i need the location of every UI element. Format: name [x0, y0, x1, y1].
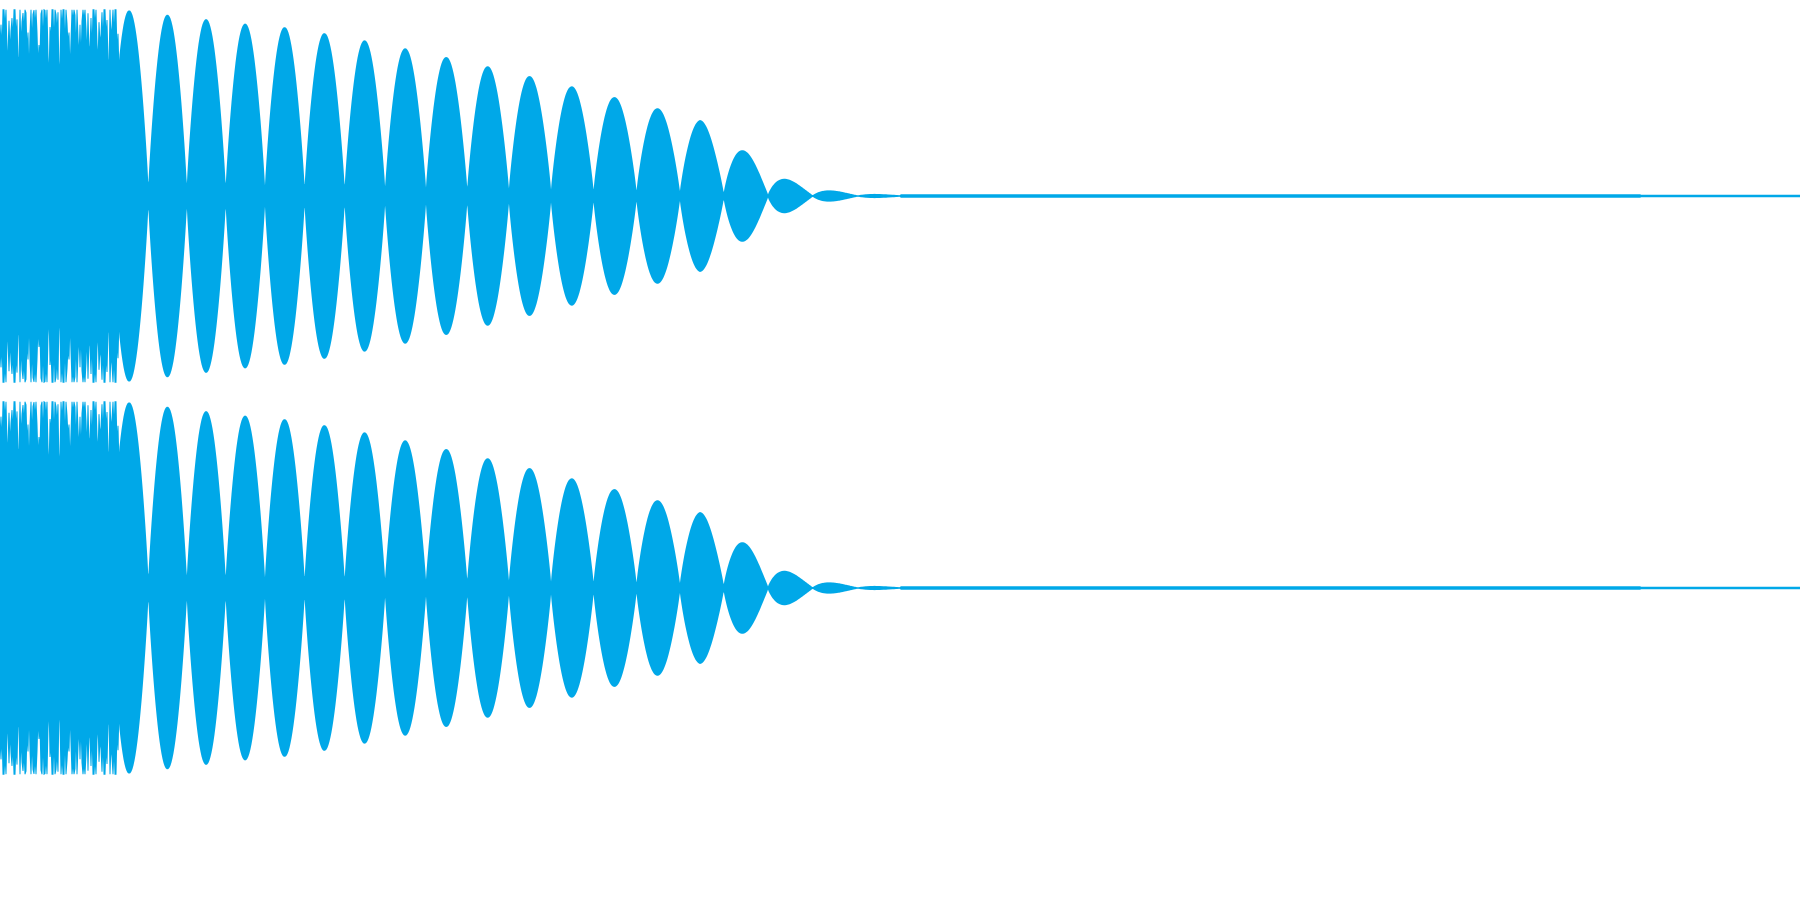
channel-bottom-waveform	[0, 400, 1800, 776]
channel-top-waveform	[0, 8, 1800, 384]
